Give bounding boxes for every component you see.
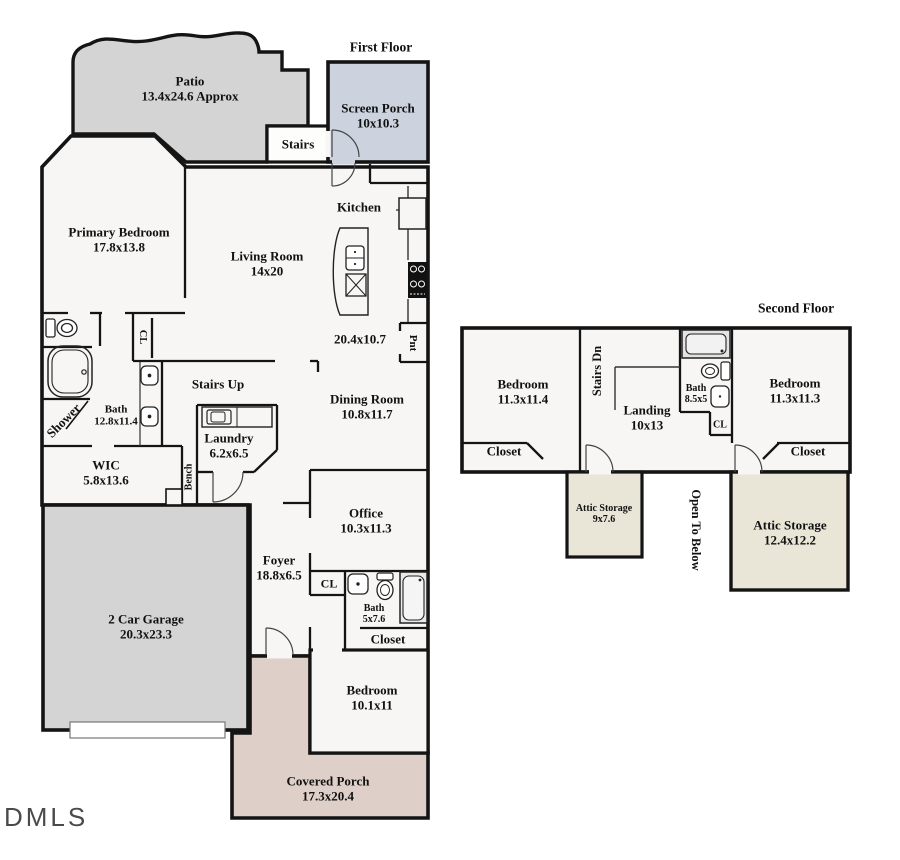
room-label-guest-bath: Bath 5x7.6 [362, 602, 386, 625]
room-label-foyer: Foyer 18.8x6.5 [256, 552, 302, 582]
room-label-laundry: Laundry 6.2x6.5 [204, 430, 254, 460]
kitchen-island [332, 227, 369, 316]
second-floor-interior-walls [462, 328, 850, 472]
room-label-foyer-closet: CL [320, 576, 338, 591]
room-label-bedroom-right: Bedroom 11.3x11.3 [769, 375, 821, 405]
second-floor-outline [460, 326, 852, 474]
room-label-stairs-up: Stairs Up [191, 376, 245, 392]
dmls-watermark: DMLS [4, 802, 89, 832]
room-label-primary-bedroom: Primary Bedroom 17.8x13.8 [68, 224, 170, 254]
first-floor-title: First Floor [349, 39, 413, 55]
dishwasher-icon [345, 273, 367, 297]
patio-outline [71, 31, 310, 164]
first-floor-interior-walls [42, 164, 428, 655]
room-label-garage: 2 Car Garage 20.3x23.3 [108, 611, 184, 641]
room-label-wic: WIC 5.8x13.6 [83, 457, 129, 487]
kitchen-dims: 20.4x10.7 [334, 331, 386, 347]
second-floor-title: Second Floor [757, 300, 835, 316]
stair-rail [614, 366, 680, 410]
primary-toilet-icon [45, 318, 78, 338]
room-label-attic-large: Attic Storage 12.4x12.2 [753, 517, 827, 547]
room-label-landing: Landing 10x13 [623, 402, 671, 432]
room-label-covered-porch: Covered Porch 17.3x20.4 [286, 773, 370, 803]
room-label-closet-left: Closet [486, 443, 522, 459]
room-label-primary-bath: Bath 12.8x11.4 [94, 403, 138, 428]
primary-tub-icon [47, 345, 93, 398]
washer-dryer-icon [201, 406, 273, 428]
second-floor-doors [585, 444, 763, 473]
room-label-guest-closet: Closet [370, 631, 406, 647]
room-label-bedroom: Bedroom 10.1x11 [346, 682, 398, 712]
room-label-living-room: Living Room 14x20 [230, 248, 304, 278]
garage-outline [41, 503, 250, 739]
second-floor-bath-fixtures [681, 329, 731, 408]
stove-icon [408, 262, 427, 298]
bedroom-outline [308, 648, 430, 755]
attic-storage-small-outline [565, 470, 644, 559]
door-openings [267, 131, 355, 659]
room-label-sf-closet-cl: CL [713, 419, 727, 431]
garage-door [69, 721, 226, 739]
room-label-screen-porch: Screen Porch 10x10.3 [341, 100, 415, 130]
shower-glass-wall [65, 400, 89, 430]
room-label-pantry: Pnt [407, 334, 420, 352]
room-label-attic-small: Attic Storage 9x7.6 [575, 502, 633, 525]
room-label-sf-bath: Bath 8.5x5 [684, 382, 708, 405]
bench-nook [165, 488, 183, 506]
room-label-closet-right: Closet [790, 443, 826, 459]
room-label-bedroom-left: Bedroom 11.3x11.4 [497, 376, 549, 406]
attic-storage-large-outline [729, 470, 850, 592]
room-label-open-to-below: Open To Below [689, 489, 703, 571]
refrigerator-icon [396, 197, 427, 230]
room-label-bench: Bench [183, 463, 195, 491]
room-label-office: Office 10.3x11.3 [340, 505, 392, 535]
guest-bath-fixtures [347, 571, 428, 624]
vanity-sinks-icon [140, 365, 159, 427]
room-label-primary-closet: CL [136, 329, 148, 345]
screen-porch-outline [326, 60, 430, 164]
room-label-kitchen: Kitchen [336, 199, 382, 215]
room-label-stairs: Stairs [281, 136, 315, 152]
room-label-patio: Patio 13.4x24.6 Approx [141, 73, 239, 103]
room-label-stairs-dn: Stairs Dn [590, 345, 604, 397]
room-label-dining-room: Dining Room 10.8x11.7 [329, 391, 405, 421]
first-floor-doors [212, 129, 360, 656]
